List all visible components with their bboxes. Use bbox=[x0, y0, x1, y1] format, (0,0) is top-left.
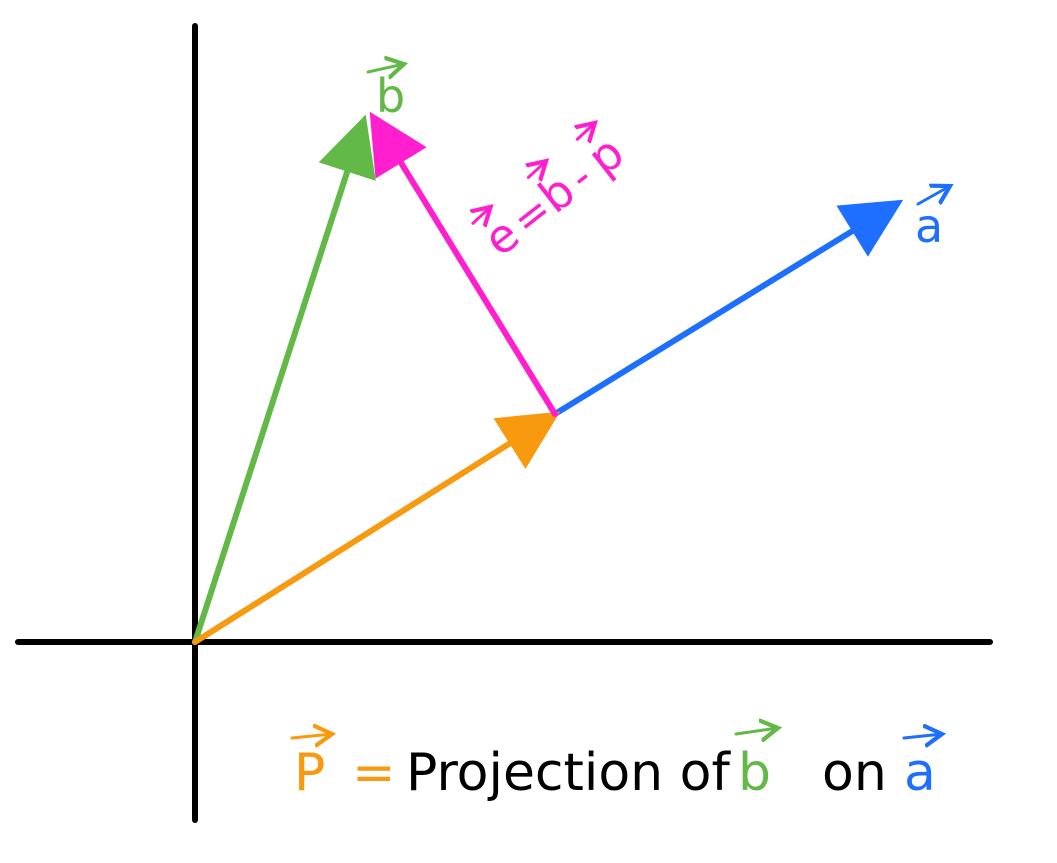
caption-b: b bbox=[738, 743, 771, 803]
caption-p: P bbox=[294, 743, 325, 803]
caption-a: a bbox=[904, 743, 936, 803]
caption-on: on bbox=[822, 743, 887, 803]
vector-b bbox=[192, 114, 376, 645]
vector-a bbox=[552, 199, 904, 417]
label-a-text: a bbox=[915, 199, 943, 253]
label-a: a bbox=[915, 186, 950, 253]
label-b-text: b bbox=[376, 69, 405, 123]
vector-e bbox=[369, 111, 558, 417]
caption: P = Projection of b on a bbox=[290, 728, 942, 803]
vector-p bbox=[192, 411, 561, 645]
caption-text: Projection of bbox=[406, 743, 731, 803]
label-e-equation: e = b - p bbox=[470, 121, 634, 267]
label-b: b bbox=[366, 64, 405, 123]
caption-equals: = bbox=[352, 743, 396, 803]
